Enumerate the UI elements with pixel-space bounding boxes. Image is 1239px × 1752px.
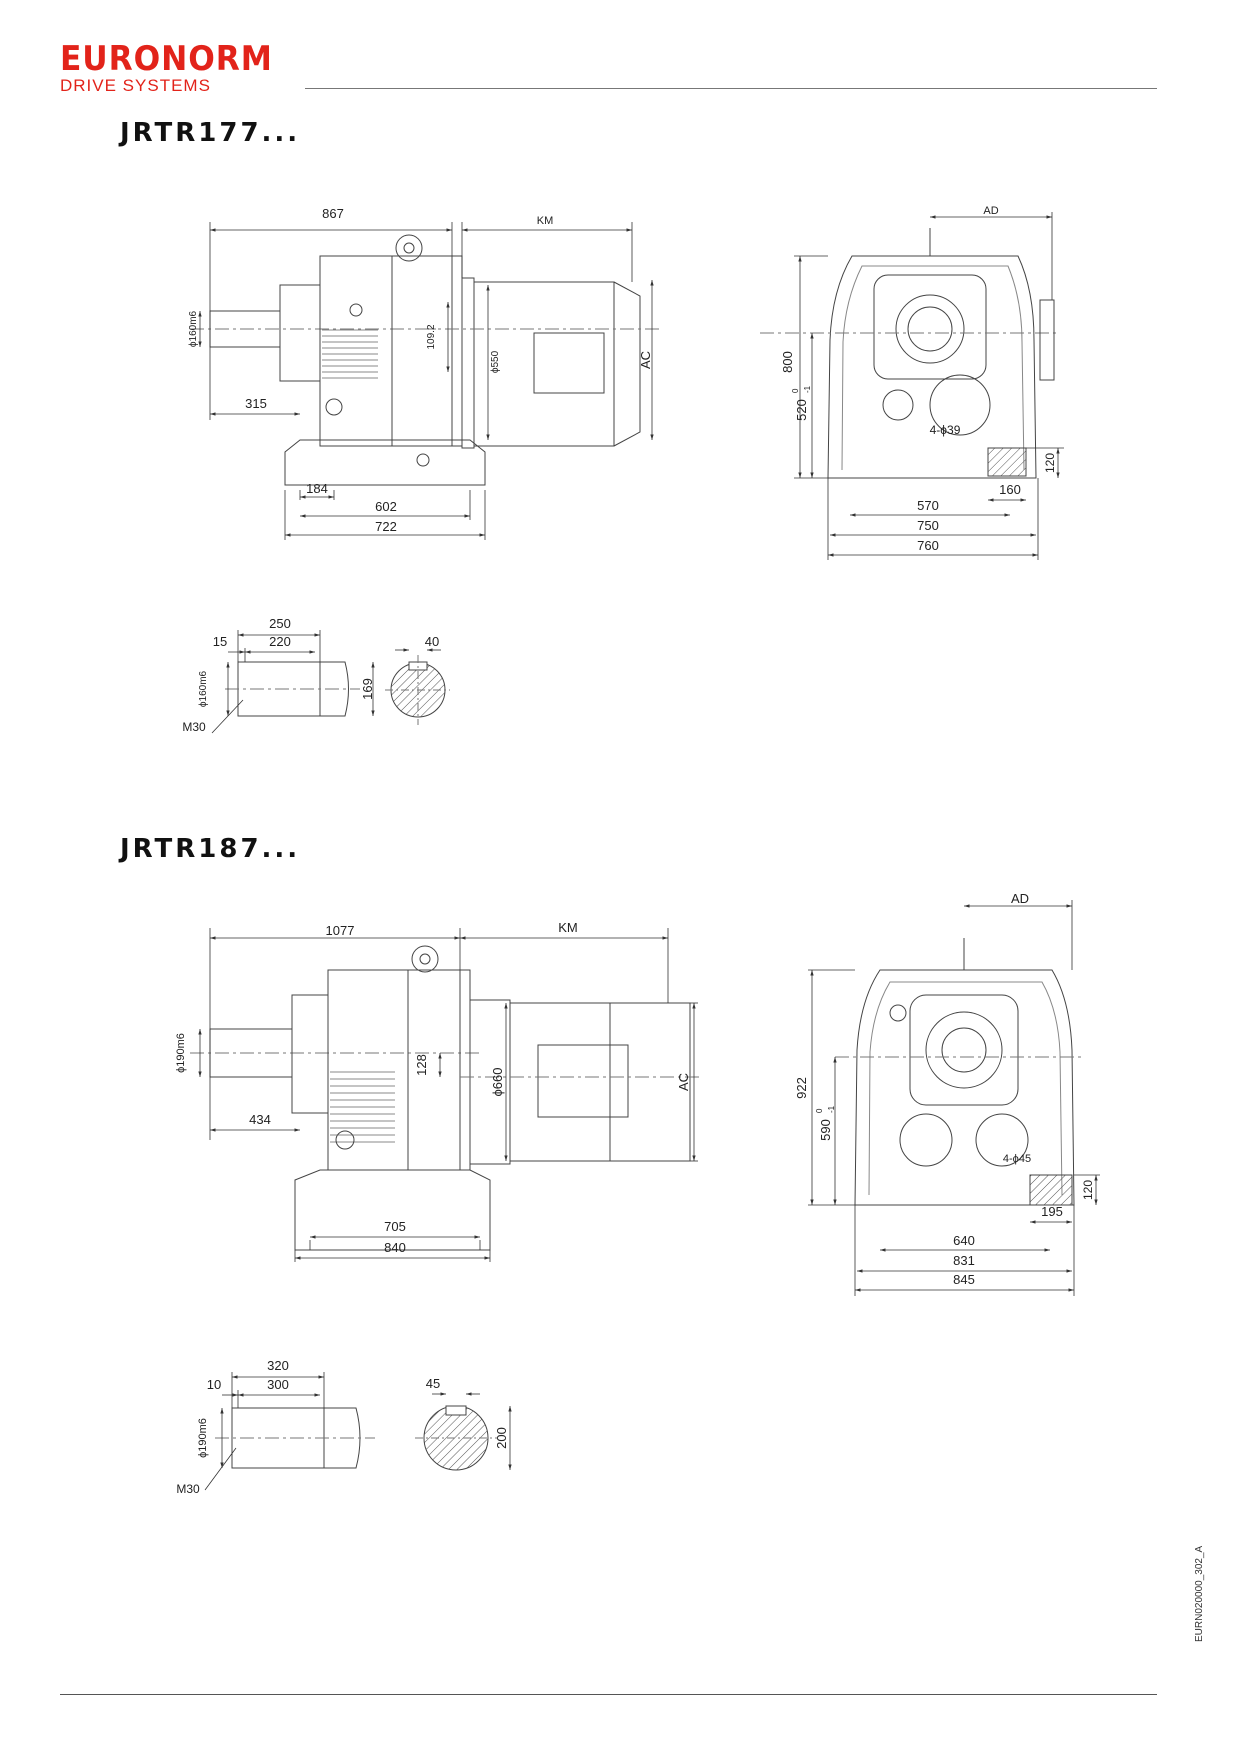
- front-housing-2: [854, 969, 1075, 1206]
- side-dim-motor-1: ϕ550: [490, 350, 501, 373]
- side-dim-km-2: KM: [558, 920, 578, 935]
- side-dim-motor-2: ϕ660: [490, 1068, 505, 1097]
- detail-dim-edge-2: 10: [207, 1377, 221, 1392]
- front-dim-tol-dn-1: -1: [803, 385, 812, 393]
- front-dim-foot-2: 120: [1081, 1180, 1095, 1200]
- gear-foot: [284, 439, 486, 486]
- front-dim-w3-2: 845: [953, 1272, 975, 1287]
- header-rule: [305, 88, 1157, 89]
- front-dim-height-1: 800: [780, 351, 795, 373]
- front-dim-holes-1: 4-ϕ39: [930, 423, 961, 437]
- drain-plug-2: [335, 1130, 355, 1150]
- detail-dim-shaft-1: ϕ160m6: [198, 670, 209, 707]
- front-view-2: [835, 938, 1085, 1206]
- motor-body-2: [509, 1002, 611, 1162]
- front-dim-w3-1: 760: [917, 538, 939, 553]
- detail-dim-height-2: 200: [494, 1427, 509, 1449]
- front-dim-ad-1: AD: [983, 205, 998, 217]
- side-dim-b2-1: 602: [375, 499, 397, 514]
- gear-foot-2: [294, 1169, 491, 1251]
- front-dim-w2-1: 750: [917, 518, 939, 533]
- output-flange: [873, 274, 987, 380]
- detail-dim-useful-1: 220: [269, 634, 291, 649]
- lifting-eye-2: [411, 945, 439, 973]
- motor-fan-cover: [613, 281, 641, 447]
- side-dim-axis-1: 109.2: [426, 324, 437, 349]
- side-dim-shaft-1: ϕ160m6: [188, 310, 199, 347]
- front-view-1: [760, 228, 1060, 479]
- lifting-eye: [395, 234, 423, 262]
- brand-logo: EURONORM DRIVE SYSTEMS: [60, 42, 291, 94]
- side-dim-shaft-2: ϕ190m6: [175, 1033, 187, 1073]
- front-dim-w0-2: 195: [1041, 1204, 1063, 1219]
- side-view-1: [190, 234, 660, 486]
- output-flange-2: [909, 994, 1019, 1106]
- front-dim-foot-1: 120: [1043, 453, 1057, 473]
- front-dim-w1-1: 570: [917, 498, 939, 513]
- foot-hole-section: [987, 447, 1027, 477]
- oil-plug: [349, 303, 363, 317]
- gear-flange: [279, 284, 321, 382]
- front-dim-center-1: 520: [794, 399, 809, 421]
- front-housing: [827, 255, 1037, 479]
- detail-dim-total-1: 250: [269, 616, 291, 631]
- side-dim-length-1: 867: [322, 206, 344, 221]
- side-view-2: [190, 945, 700, 1251]
- front-dim-w1-2: 640: [953, 1233, 975, 1248]
- footer-rule: [60, 1694, 1157, 1695]
- document-code: EURN020000_302_A: [1194, 1545, 1205, 1642]
- gear-housing: [319, 255, 393, 447]
- front-dim-height-2: 922: [794, 1077, 809, 1099]
- front-dim-tol-up-2: 0: [815, 1108, 824, 1113]
- side-dim-b1-1: 184: [306, 481, 328, 496]
- detail-dim-height-1: 169: [360, 678, 375, 700]
- section-title-1: JRTR177...: [120, 118, 301, 148]
- side-dim-axis-2: 128: [414, 1054, 429, 1076]
- brand-tagline: DRIVE SYSTEMS: [60, 76, 211, 95]
- detail-dim-thread-2: M30: [176, 1482, 200, 1496]
- motor-body: [473, 281, 615, 447]
- front-dim-center-2: 590: [818, 1119, 833, 1141]
- side-dim-km-1: KM: [537, 215, 554, 227]
- front-dim-tol-up-1: 0: [791, 388, 800, 393]
- brand-name: EURONORM: [60, 39, 273, 79]
- motor-fan-cover-2: [610, 1002, 691, 1162]
- front-dim-ad-2: AD: [1011, 891, 1029, 906]
- side-dim-b2-2: 705: [384, 1219, 406, 1234]
- shaft-detail-1: [225, 655, 450, 725]
- section-title-2: JRTR187...: [120, 834, 301, 864]
- front-dim-tol-dn-2: -1: [827, 1105, 836, 1113]
- detail-dim-edge-1: 15: [213, 634, 227, 649]
- side-dim-ac-2: AC: [676, 1073, 691, 1091]
- detail-dim-shaft-2: ϕ190m6: [197, 1418, 209, 1458]
- detail-dim-key-2: 45: [426, 1376, 440, 1391]
- detail-dim-useful-2: 300: [267, 1377, 289, 1392]
- front-dim-w2-2: 831: [953, 1253, 975, 1268]
- shaft-detail-2: [215, 1405, 497, 1471]
- side-dim-b3-1: 722: [375, 519, 397, 534]
- side-dim-offset-2: 434: [249, 1112, 271, 1127]
- side-dim-offset-1: 315: [245, 396, 267, 411]
- front-dim-holes-2: 4-ϕ45: [1003, 1153, 1031, 1165]
- side-dim-ac-1: AC: [638, 351, 653, 369]
- side-dim-b3-2: 840: [384, 1240, 406, 1255]
- detail-dim-thread-1: M30: [182, 720, 206, 734]
- detail-dim-key-1: 40: [425, 634, 439, 649]
- gear-housing-2: [327, 969, 409, 1171]
- drain-plug: [325, 398, 343, 416]
- foot-hole-section-2: [1029, 1174, 1073, 1206]
- detail-dim-total-2: 320: [267, 1358, 289, 1373]
- side-dim-length-2: 1077: [326, 923, 355, 938]
- front-dim-w0-1: 160: [999, 482, 1021, 497]
